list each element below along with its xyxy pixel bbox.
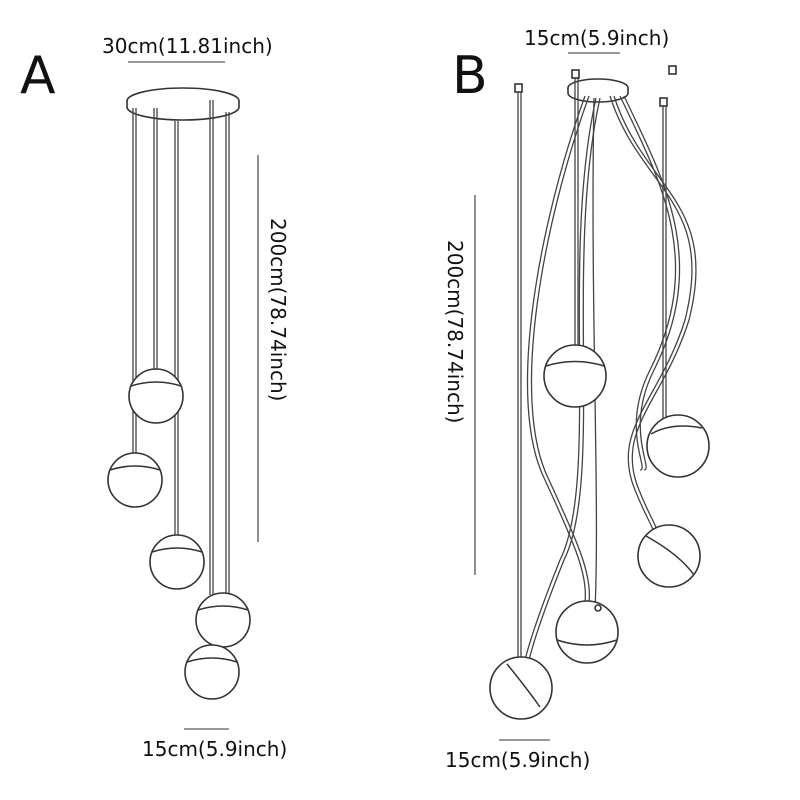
a-ball-dimension: 15cm(5.9inch) bbox=[142, 737, 288, 761]
variant-a-drawing bbox=[107, 61, 259, 730]
b-globe bbox=[489, 656, 553, 720]
b-globe bbox=[646, 414, 710, 478]
a-height-dimension: 200cm(78.74inch) bbox=[266, 218, 290, 402]
a-globe bbox=[149, 534, 205, 590]
a-globe bbox=[195, 592, 251, 648]
a-cords bbox=[132, 100, 230, 645]
b-canopy-dimension: 15cm(5.9inch) bbox=[524, 26, 670, 50]
b-ball-dimension: 15cm(5.9inch) bbox=[445, 748, 591, 772]
a-canopy bbox=[126, 87, 240, 121]
variant-b-drawing bbox=[474, 52, 710, 741]
b-cords bbox=[517, 78, 697, 661]
a-canopy-dimension: 30cm(11.81inch) bbox=[102, 34, 273, 58]
a-globe bbox=[184, 644, 240, 700]
a-globe bbox=[107, 452, 163, 508]
b-globe bbox=[637, 524, 701, 588]
a-globe bbox=[128, 368, 184, 424]
b-canopy bbox=[567, 78, 629, 103]
b-globe bbox=[543, 344, 607, 408]
variant-b-letter: B bbox=[452, 46, 488, 106]
b-globe bbox=[555, 600, 619, 664]
variant-a-letter: A bbox=[20, 46, 56, 106]
b-height-dimension: 200cm(78.74inch) bbox=[443, 240, 467, 424]
